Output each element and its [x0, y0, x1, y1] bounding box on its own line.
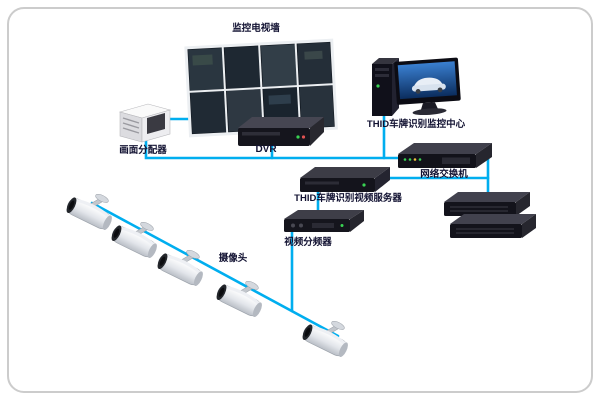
page-frame [7, 7, 593, 393]
label-monitor-center: THID车牌识别监控中心 [367, 118, 466, 130]
workstation-device [372, 57, 461, 116]
tv-wall [184, 38, 338, 138]
connection-lines [90, 110, 490, 338]
server-stack-device [444, 192, 536, 238]
label-video-splitter: 视频分频器 [284, 236, 332, 248]
video-splitter-device [284, 210, 364, 232]
label-dvr: DVR [255, 144, 277, 155]
label-tv-wall: 监控电视墙 [232, 22, 280, 34]
camera-trunk-line [90, 201, 340, 338]
monitor-icon [394, 57, 461, 116]
label-video-server: THID车牌识别视频服务器 [294, 192, 402, 204]
label-camera: 摄像头 [219, 252, 248, 264]
label-network-switch: 网络交换机 [420, 168, 468, 180]
label-distributor: 画面分配器 [119, 144, 167, 156]
dvr-device [238, 117, 324, 146]
screen-distributor-device [118, 103, 172, 143]
network-switch-device [398, 143, 492, 168]
video-server-device [300, 167, 390, 192]
